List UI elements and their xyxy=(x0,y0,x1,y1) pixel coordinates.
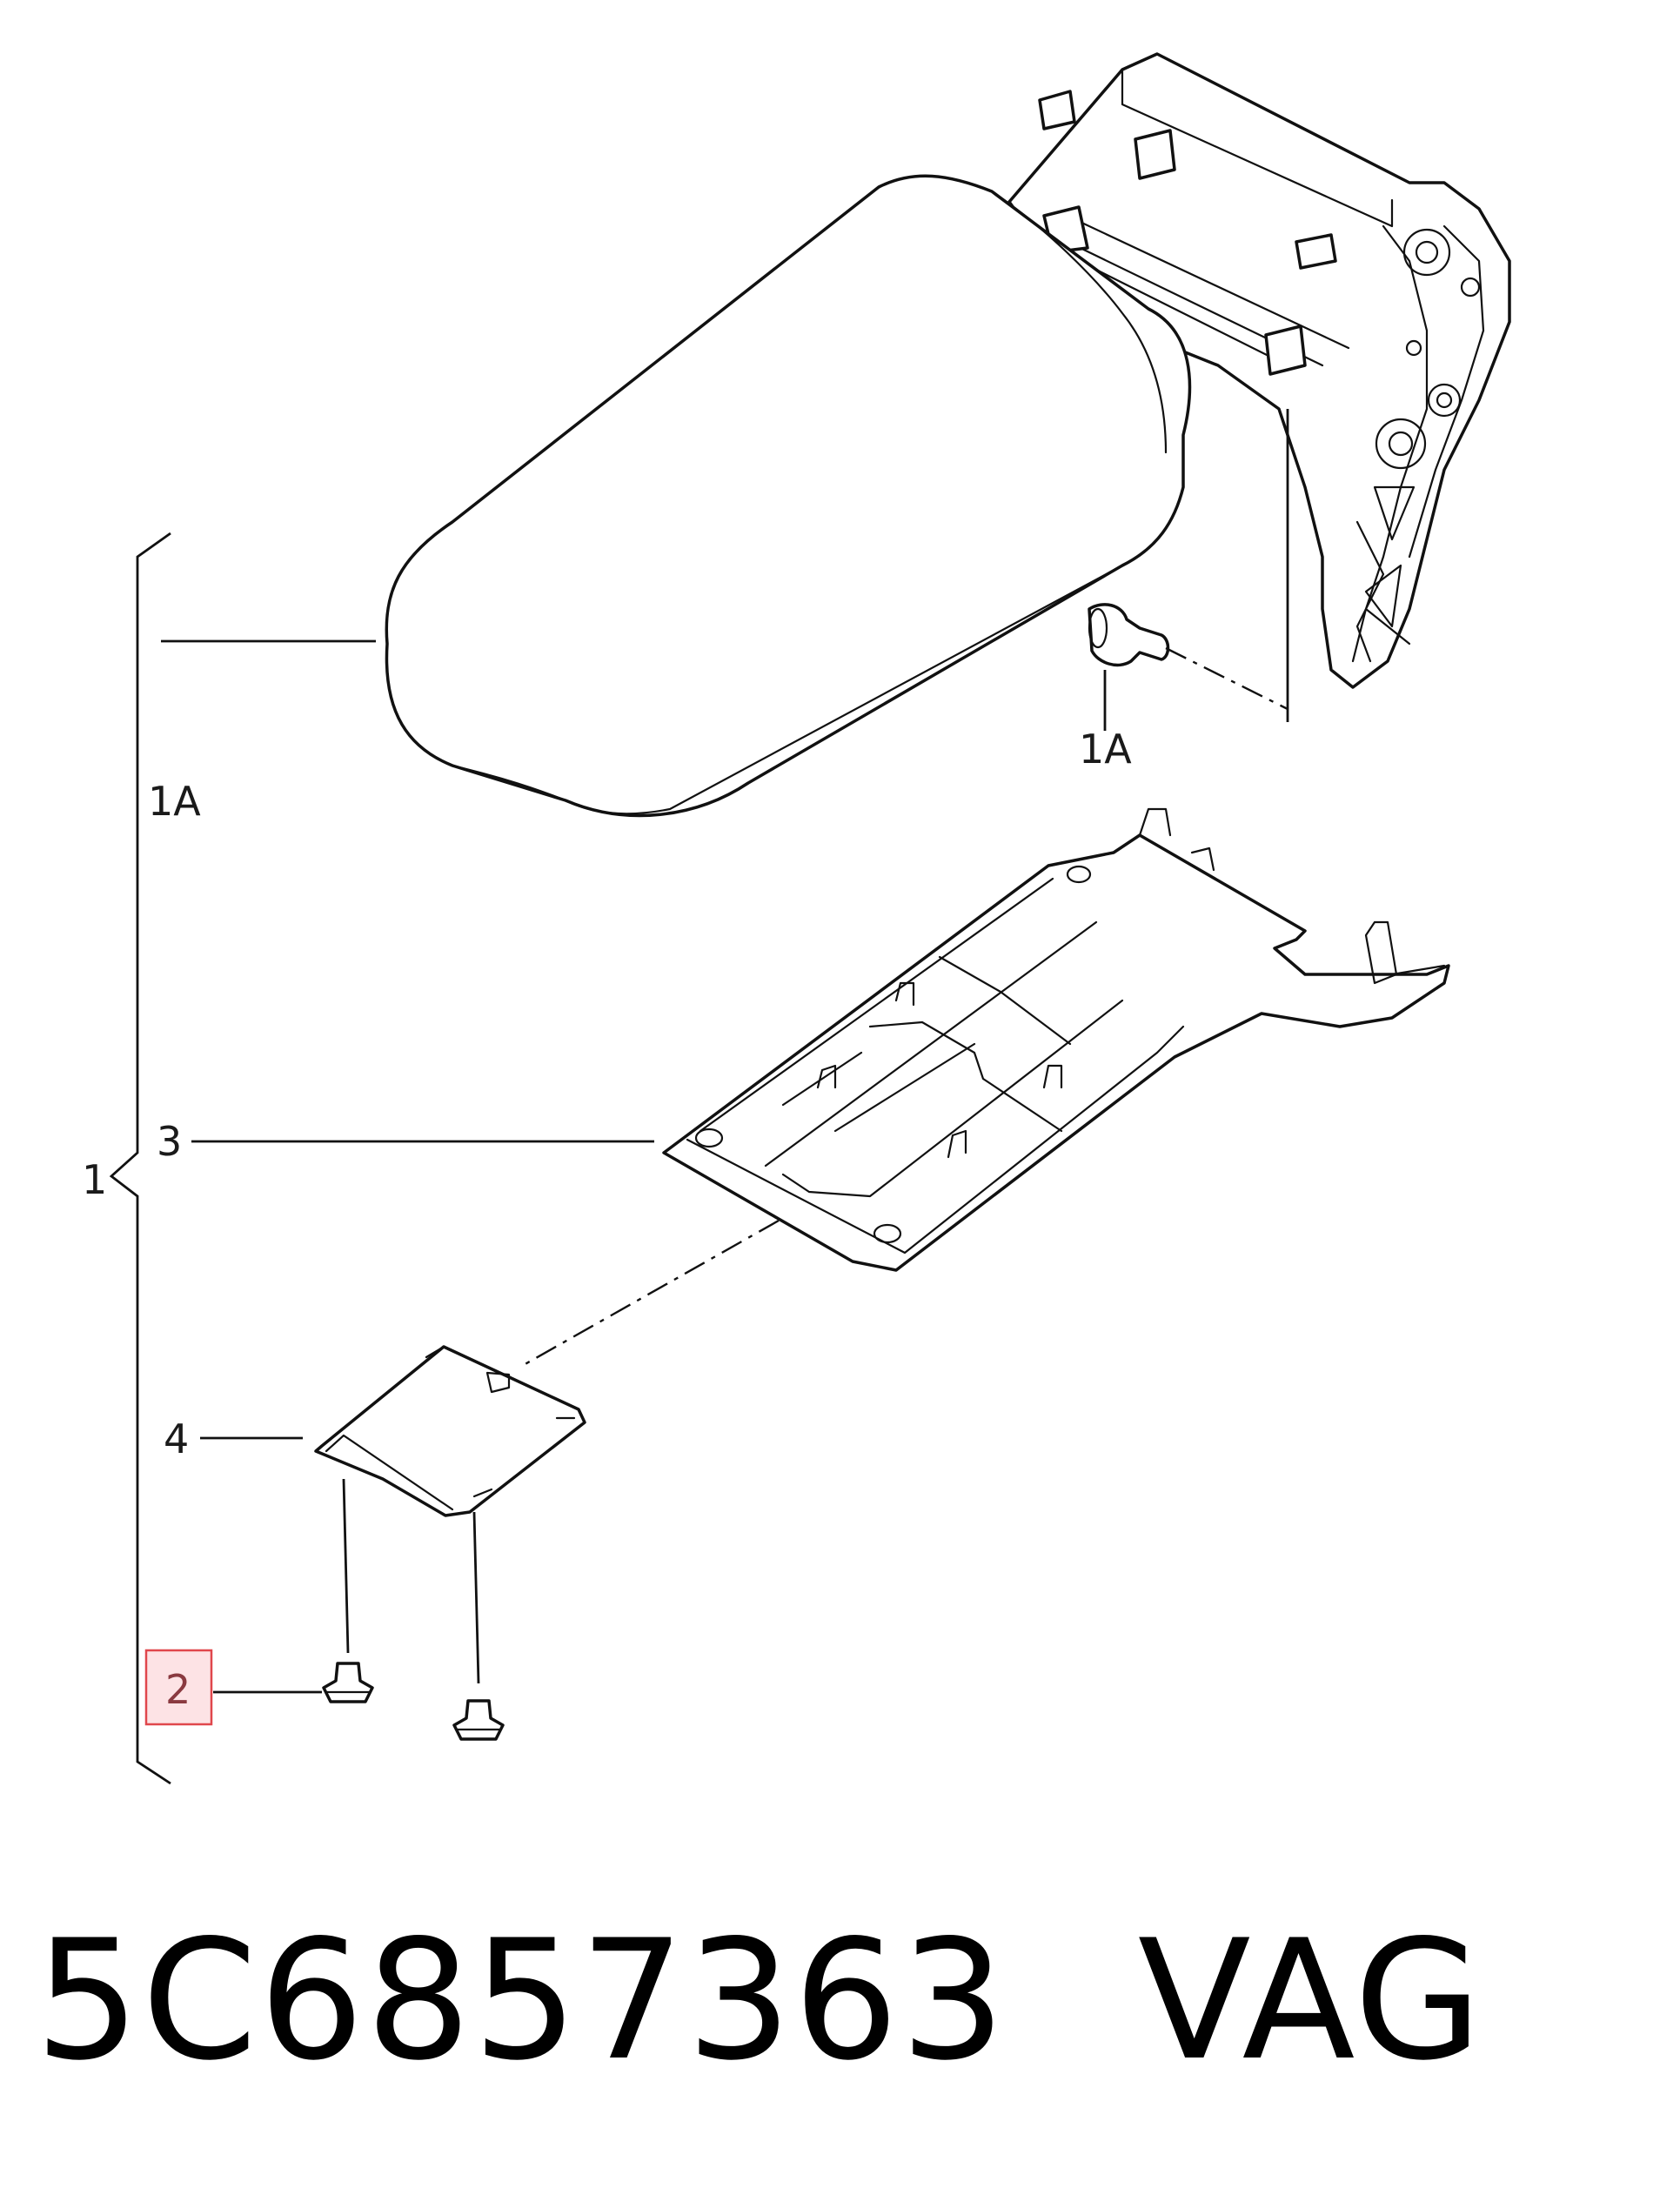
armrest-hinge-bracket xyxy=(1007,52,1511,722)
brand-name: VAG xyxy=(1137,1904,1484,2097)
highlighted-callout-clip: 2 xyxy=(144,1649,213,1726)
clip-part-right xyxy=(452,1699,505,1741)
cover-panel-part xyxy=(314,1345,586,1684)
part-number: 5C6857363 xyxy=(35,1904,1007,2097)
bolt-part xyxy=(1088,603,1288,711)
storage-tray-part xyxy=(521,807,1450,1368)
assembly-bracket xyxy=(109,532,171,1785)
callout-bolt: 1A xyxy=(1079,726,1132,773)
clip-part-left xyxy=(322,1662,374,1703)
callout-cover: 4 xyxy=(164,1415,189,1462)
callout-clip: 2 xyxy=(165,1666,191,1713)
callout-assembly: 1 xyxy=(82,1156,107,1203)
armrest-cushion xyxy=(385,174,1192,818)
callout-armrest-pad: 1A xyxy=(148,778,201,825)
callout-tray: 3 xyxy=(157,1118,182,1165)
highlight-box xyxy=(144,1649,213,1726)
